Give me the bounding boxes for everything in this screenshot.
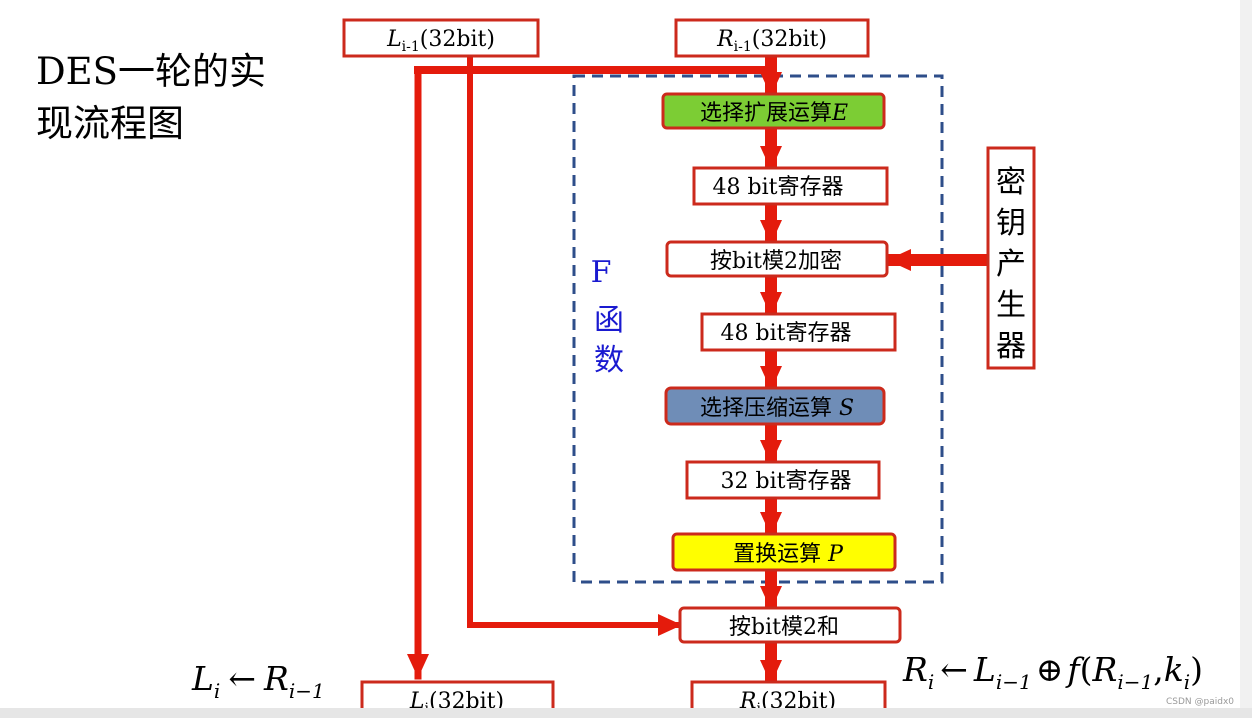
svg-text:选择压缩运算 S: 选择压缩运算 S: [700, 396, 854, 421]
expansion-symbol: E: [831, 101, 848, 126]
compression-label: 选择压缩运算: [700, 396, 832, 421]
sum-xor-box: 按bit模2和: [678, 606, 902, 644]
right-edge-strip: [1240, 0, 1252, 718]
r-in-box: Ri-1(32bit): [674, 18, 870, 58]
diagram-title-line-1: DES一轮的实: [36, 50, 266, 93]
f-function-frame: [572, 74, 944, 584]
expansion-box: 选择扩展运算E: [661, 92, 886, 130]
key-generator-char-2: 钥: [996, 206, 1026, 241]
svg-text:置换运算 P: 置换运算 P: [733, 542, 844, 567]
svg-text:Ri-1(32bit): Ri-1(32bit): [716, 27, 827, 55]
r-out-symbol: R: [739, 689, 757, 714]
f-label-char-3: 数: [594, 343, 624, 378]
register-32-label: 32 bit寄存器: [721, 469, 852, 494]
key-xor-label: 按bit模2加密: [710, 249, 842, 274]
f-function-label: F 函 数: [591, 255, 624, 378]
formula-right: Ri←Li−1⊕f(Ri−1,ki): [902, 650, 1203, 694]
svg-text:Li-1(32bit): Li-1(32bit): [386, 27, 495, 55]
f-label-char-2: 函: [594, 303, 624, 338]
connectors: [407, 50, 994, 688]
register-32: 32 bit寄存器: [685, 460, 881, 500]
f-label-char-1: F: [591, 255, 612, 290]
watermark: CSDN @paidx0: [1165, 697, 1234, 707]
svg-text:选择扩展运算E: 选择扩展运算E: [700, 101, 848, 126]
expansion-label: 选择扩展运算: [700, 101, 832, 126]
formula-left: Li←Ri−1: [191, 659, 325, 703]
compression-box: 选择压缩运算 S: [664, 386, 886, 426]
r-in-rest: (32bit): [752, 27, 827, 52]
permutation-symbol: P: [821, 542, 844, 567]
l-in-rest: (32bit): [420, 27, 495, 52]
diagram-title-line-2: 现流程图: [36, 102, 184, 145]
permutation-label: 置换运算: [733, 542, 821, 567]
key-generator-char-3: 产: [996, 247, 1026, 282]
permutation-box: 置换运算 P: [671, 532, 897, 572]
arrow-l-to-xor: [467, 53, 683, 636]
key-generator-box: 密 钥 产 生 器: [986, 146, 1036, 370]
r-in-subscript: i-1: [734, 39, 752, 55]
sum-xor-label: 按bit模2和: [729, 615, 839, 640]
r-in-symbol: R: [716, 27, 734, 52]
l-out-symbol: L: [409, 689, 425, 714]
register-48-a-label: 48 bit寄存器: [713, 175, 844, 200]
register-48-b-label: 48 bit寄存器: [721, 321, 852, 346]
l-in-box: Li-1(32bit): [342, 18, 540, 58]
l-in-subscript: i-1: [402, 39, 420, 55]
key-generator-char-1: 密: [996, 165, 1026, 200]
l-in-symbol: L: [386, 27, 402, 52]
key-generator-char-5: 器: [996, 329, 1026, 364]
register-48-a: 48 bit寄存器: [692, 166, 889, 206]
register-48-b: 48 bit寄存器: [700, 312, 897, 352]
bottom-bar: [0, 708, 1252, 718]
key-xor-box: 按bit模2加密: [665, 240, 889, 278]
key-generator-char-4: 生: [996, 288, 1026, 323]
compression-symbol: S: [832, 396, 854, 421]
